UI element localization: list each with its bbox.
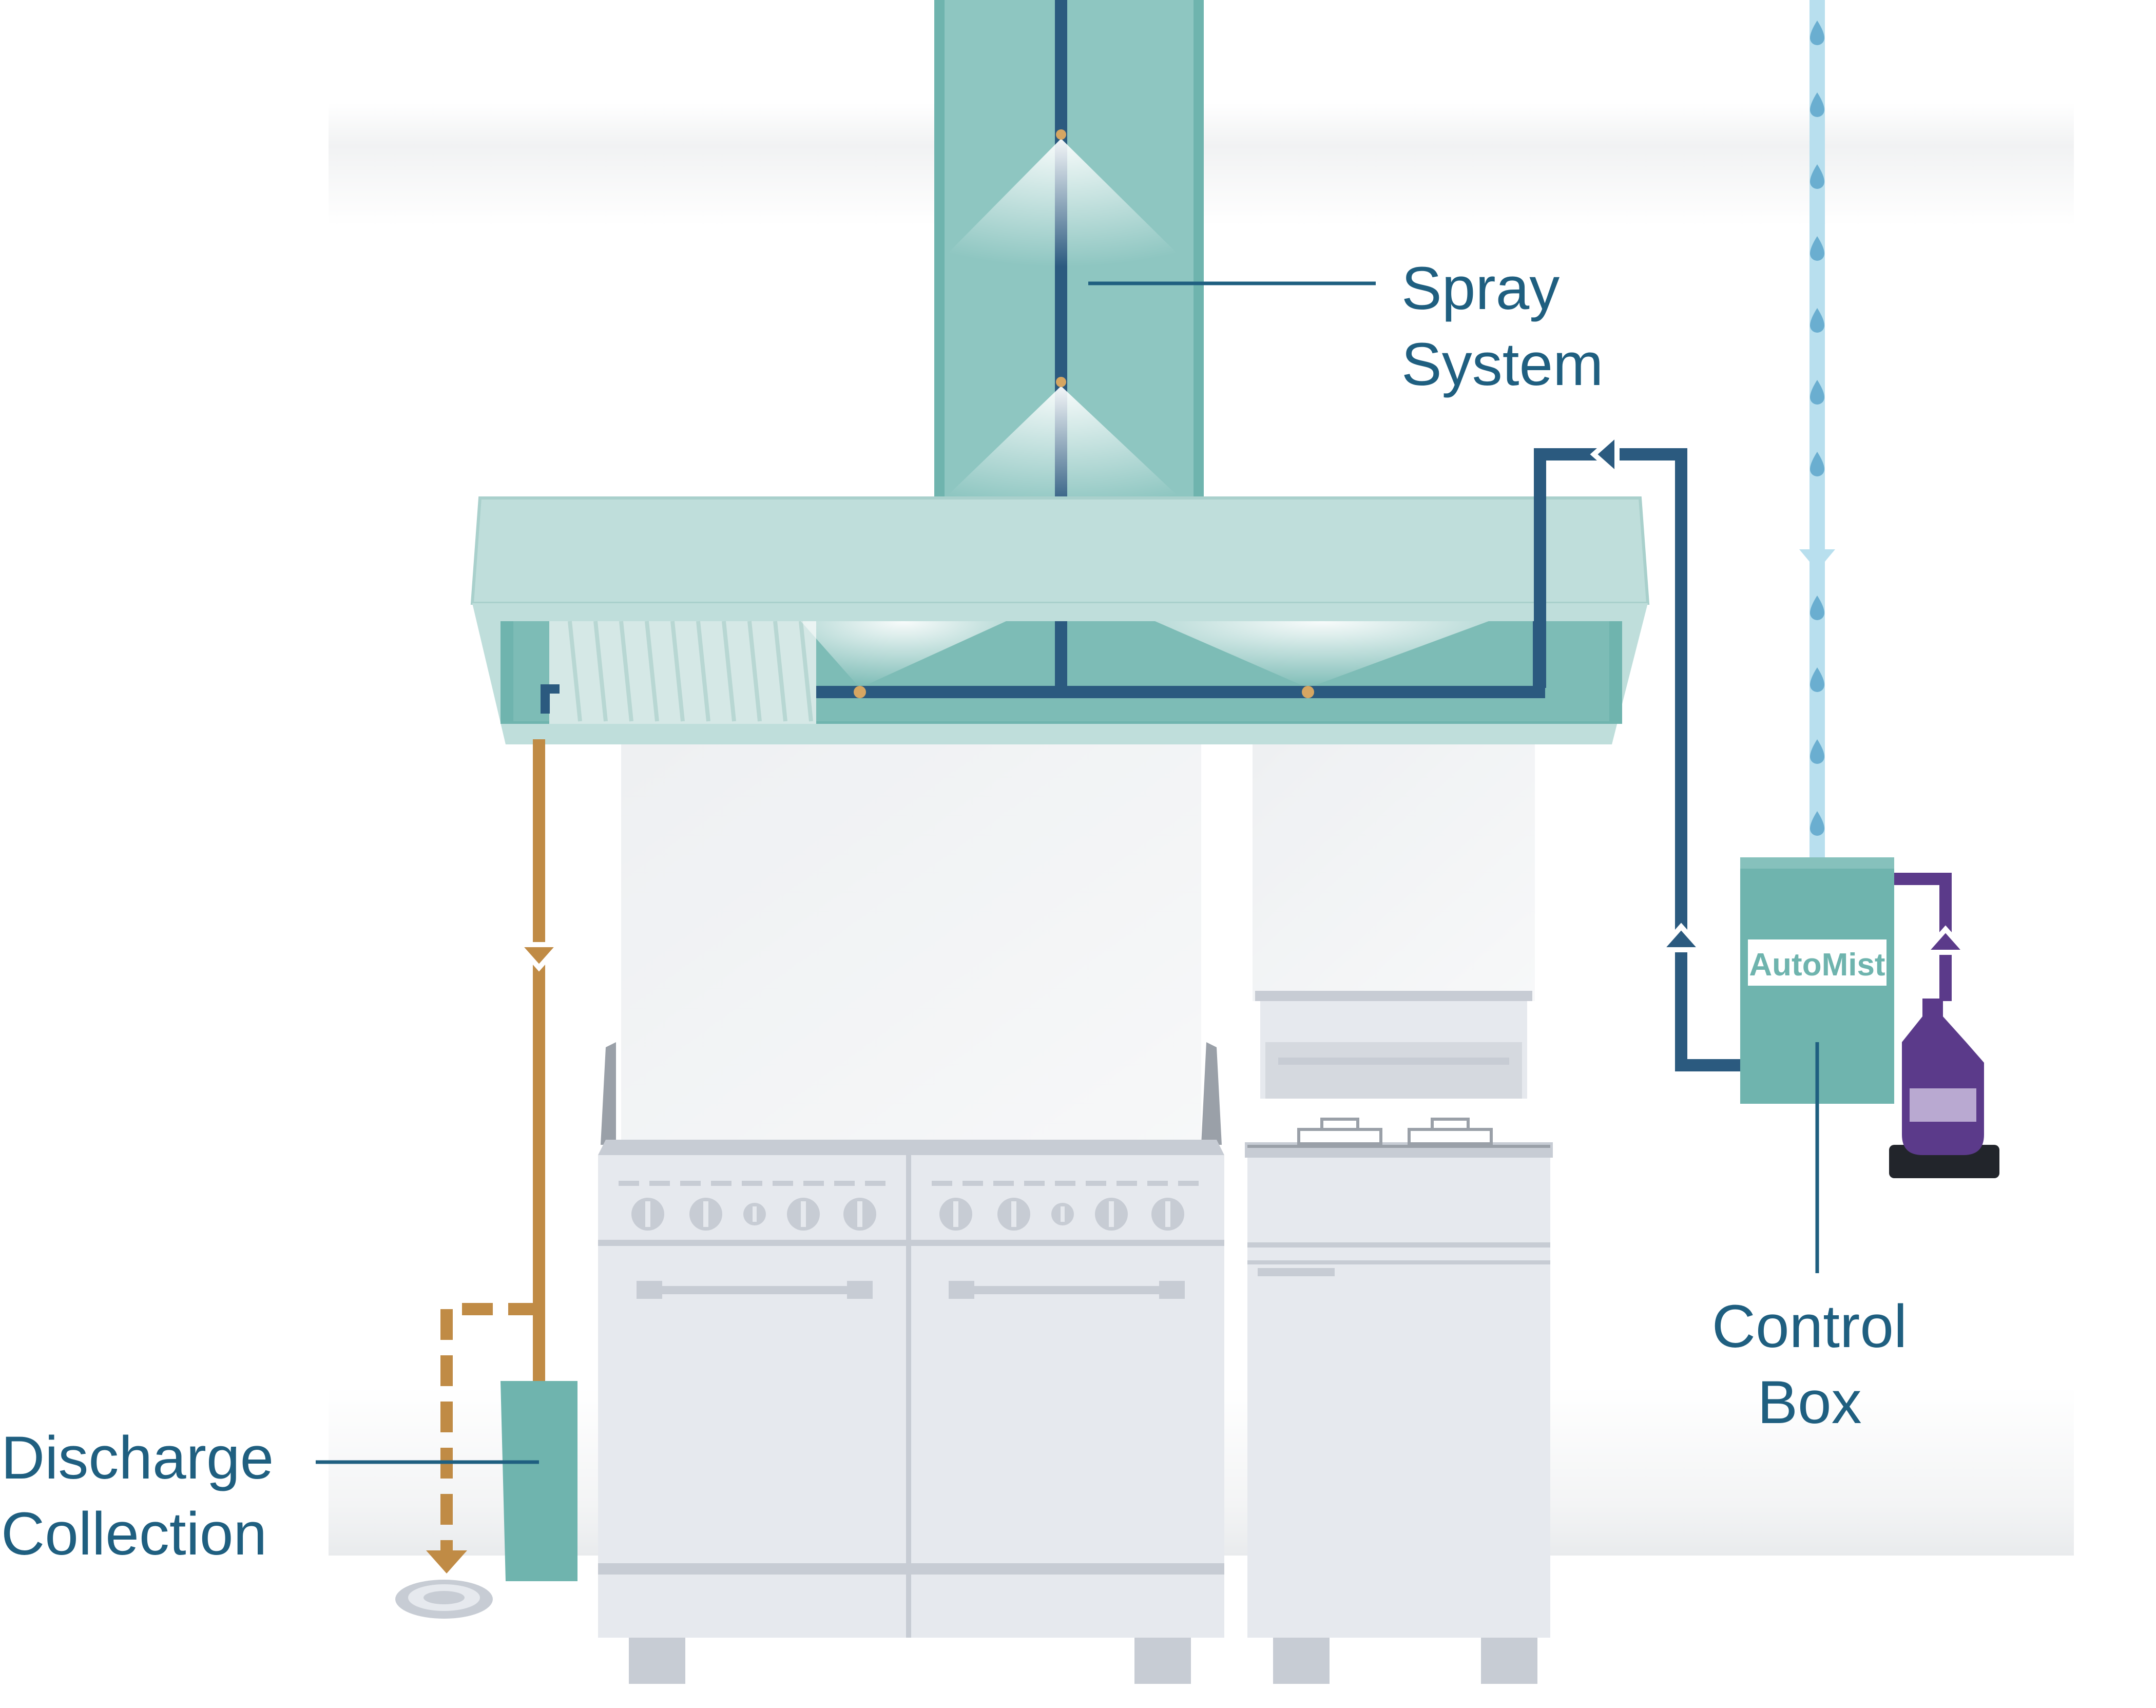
discharge-pipe (426, 739, 566, 1573)
spray-system-label-line-2: System (1401, 331, 1604, 398)
automist-logo: AutoMist (1749, 947, 1885, 983)
oven-handle (637, 1281, 1185, 1299)
supply-arrow (1654, 923, 1708, 952)
discharge-collection-label-line-1: Discharge (1, 1424, 274, 1492)
water-drop-icon (1810, 21, 1824, 836)
control-box-label: Control Box (1681, 1289, 1938, 1441)
kitchen-hood (470, 496, 1650, 744)
water-drop (1810, 380, 1824, 405)
discharge-collection-label: Discharge Collection (1, 1420, 274, 1572)
spray-system-label: Spray System (1401, 251, 1603, 402)
fryer-basket (1297, 1118, 1493, 1145)
spray-nozzle-icon (934, 129, 1191, 508)
water-drop (1810, 596, 1824, 620)
spray-system-label-line-1: Spray (1401, 255, 1560, 322)
backsplash-left (621, 744, 1201, 1165)
supply-arrow (1590, 428, 1620, 481)
water-supply-line (1799, 0, 1835, 868)
control-box-label-line-1: Control (1711, 1293, 1908, 1360)
water-drop (1810, 308, 1824, 333)
water-drop (1810, 92, 1824, 117)
water-drop (1810, 667, 1824, 692)
supply-pipe (1534, 448, 1740, 1071)
control-box-icon: AutoMist (1740, 857, 1894, 1104)
chemical-pipe (1894, 873, 1952, 1001)
discharge-collection-label-line-2: Collection (1, 1500, 267, 1568)
water-drop (1810, 164, 1824, 189)
water-drop (1810, 739, 1824, 764)
fryer (1245, 991, 1553, 1684)
range-stove (598, 1042, 1224, 1684)
baffle-filter (549, 621, 816, 724)
backsplash-right (1253, 744, 1535, 1001)
spray-nozzle-icon (801, 621, 1489, 698)
floor-drain-icon (395, 1580, 493, 1619)
water-drop (1810, 811, 1824, 836)
control-box-label-line-2: Box (1757, 1369, 1862, 1436)
chemical-jug-icon (1889, 999, 1999, 1178)
water-drop (1810, 21, 1824, 45)
stove-knob (631, 1198, 1184, 1231)
chemical-arrow (1919, 925, 1972, 955)
water-drop (1810, 236, 1824, 261)
discharge-container (500, 1381, 578, 1581)
water-drop (1810, 452, 1824, 476)
